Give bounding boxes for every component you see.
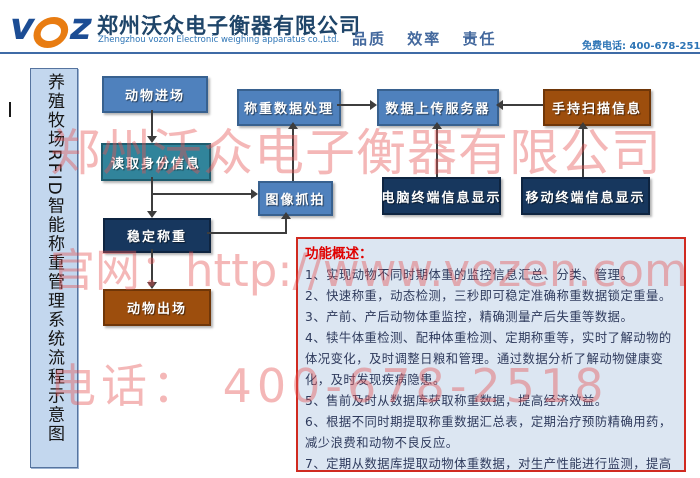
arrowhead-down-icon — [147, 136, 157, 143]
node-data-upload-server: 数据上传服务器 — [377, 89, 499, 126]
node-pc-terminal-display: 电脑终端信息显示 — [382, 177, 501, 215]
arrowhead-left-icon — [496, 100, 503, 110]
arrowhead-down-icon — [147, 282, 157, 289]
logo-letter-v: v — [5, 5, 39, 48]
edge-entry-to-readid — [151, 110, 153, 137]
node-handheld-scan-info: 手持扫描信息 — [543, 89, 651, 126]
edge-stable-to-exit — [151, 249, 153, 283]
function-overview-panel: 功能概述： 1、实现动物不同时期体重的监控信息汇总、分类、管理。 2、快速称重，… — [296, 237, 686, 472]
arrowhead-up-icon — [432, 122, 442, 129]
node-stable-weighing: 稳定称重 — [103, 218, 211, 253]
slogan: 品质 效率 责任 — [352, 30, 497, 48]
arrowhead-right-icon — [251, 189, 258, 199]
diagram-title-panel: 养殖牧场RFID智能称重管理系统流程示意图 — [30, 68, 78, 468]
arrowhead-up-icon — [578, 122, 588, 129]
overview-title: 功能概述： — [305, 246, 373, 262]
company-name-english: Zhengzhou vozon Electronic weighing appa… — [98, 35, 340, 45]
edge-stable-to-capture-h — [207, 232, 287, 234]
overview-item-6: 6、根据不同时期提取称重数据汇总表，定期治疗预防精确用药，减少浪费和动物不良反应… — [305, 415, 672, 450]
logo-letter-z: z — [65, 5, 97, 48]
cursor-mark — [9, 102, 11, 117]
header-divider — [0, 52, 700, 54]
edge-handheld-to-server — [503, 104, 543, 106]
edge-pc-to-server — [436, 129, 438, 177]
node-animal-exit: 动物出场 — [103, 289, 211, 326]
node-read-identity-info: 读取身份信息 — [101, 143, 211, 181]
edge-capture-to-processing — [292, 129, 294, 181]
node-mobile-terminal-display: 移动终端信息显示 — [521, 177, 650, 215]
free-phone: 免费电话: 400-678-2518 — [582, 41, 700, 52]
node-weighing-data-processing: 称重数据处理 — [237, 89, 341, 126]
edge-readid-to-capture — [152, 193, 252, 195]
overview-item-7: 7、定期从数据库提取动物体重数据，对生产性能进行监测，提高养殖效益。 — [305, 457, 672, 471]
diagram-title: 养殖牧场RFID智能称重管理系统流程示意图 — [44, 73, 64, 444]
overview-item-5: 5、售前及时从数据库获取称重数据，提高经济效益。 — [305, 394, 608, 408]
company-name: 郑州沃众电子衡器有限公司 — [97, 14, 361, 38]
voz-logo-icon: v z — [5, 5, 97, 48]
node-image-capture: 图像抓拍 — [258, 181, 333, 216]
logo-letter-o — [30, 16, 72, 48]
overview-item-2: 2、快速称重，动态检测，三秒即可稳定准确称重数据锁定重量。 — [305, 289, 672, 303]
arrowhead-down-icon — [147, 211, 157, 218]
header: v z 郑州沃众电子衡器有限公司 Zhengzhou vozon Electro… — [0, 0, 700, 54]
edge-mobile-to-handheld — [582, 129, 584, 177]
arrowhead-up-icon — [288, 122, 298, 129]
edge-processing-to-server — [337, 104, 371, 106]
edge-stable-to-capture-v — [285, 219, 287, 233]
overview-item-1: 1、实现动物不同时期体重的监控信息汇总、分类、管理。 — [305, 268, 634, 282]
arrowhead-up-icon — [281, 212, 291, 219]
overview-item-3: 3、产前、产后动物体重监控，精确测量产后失重等数据。 — [305, 310, 634, 324]
node-animal-entry: 动物进场 — [102, 76, 208, 113]
arrowhead-right-icon — [370, 100, 377, 110]
overview-item-4: 4、犊牛体重检测、配种体重检测、定期称重等，实时了解动物的体况变化，及时调整日粮… — [305, 331, 672, 387]
